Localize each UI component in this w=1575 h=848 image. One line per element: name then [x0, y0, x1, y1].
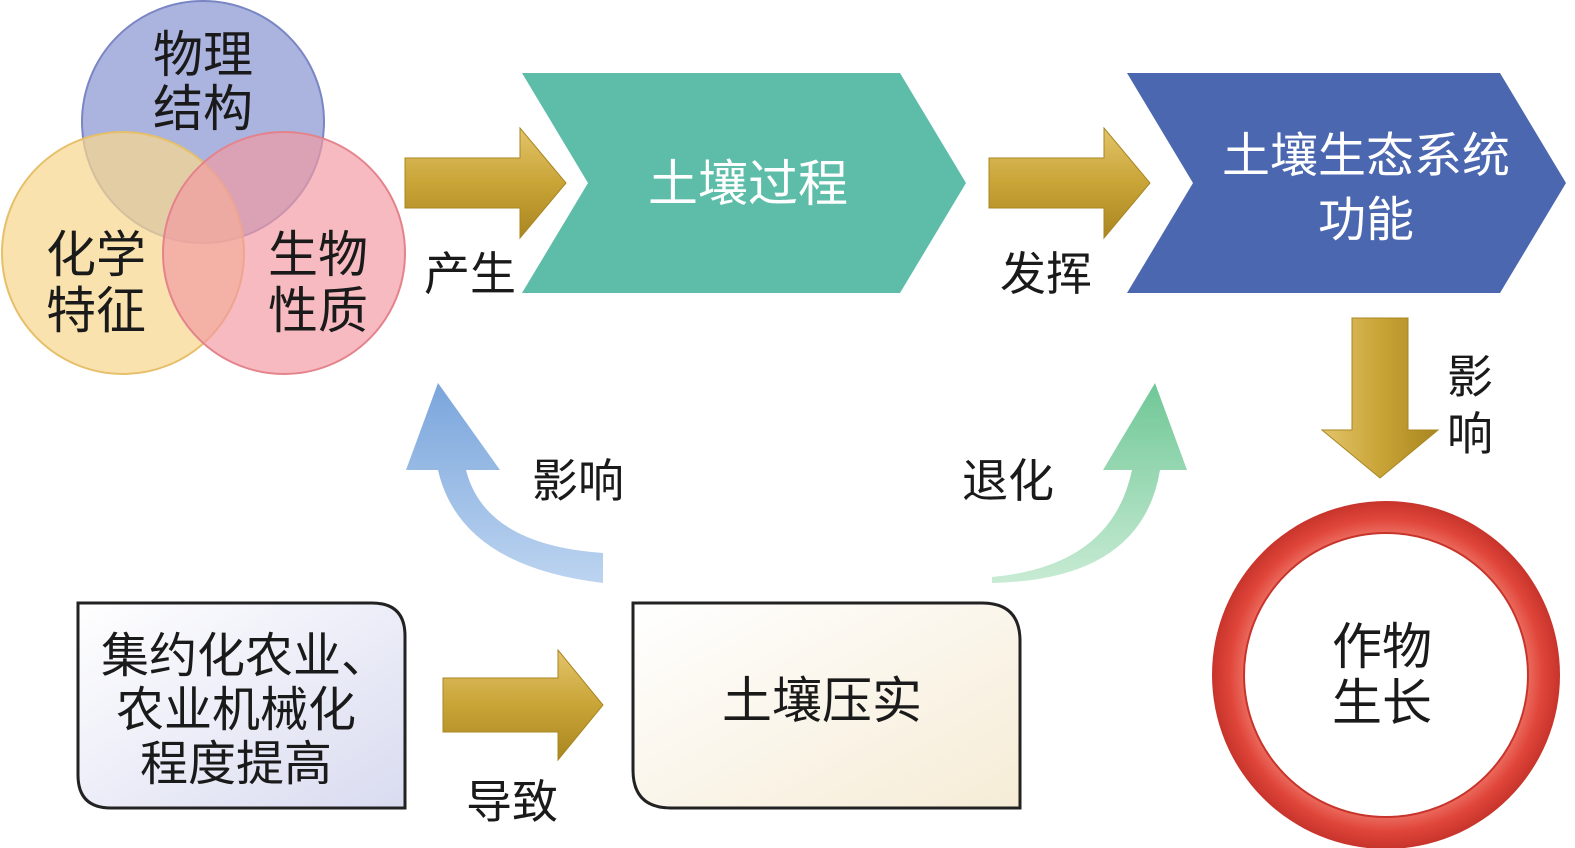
soil-process-label: 土壤过程: [648, 155, 848, 213]
crop-growth-label-2: 生长: [1332, 674, 1432, 732]
arrow-affect-down: [1320, 317, 1440, 479]
arrow-degrade-curved: [992, 383, 1187, 583]
node-agriculture: 集约化农业、 农业机械化 程度提高: [76, 601, 407, 810]
agriculture-label-2: 农业机械化: [116, 682, 356, 738]
venn-biological-label-2: 性质: [268, 282, 368, 340]
label-degrade: 退化: [962, 454, 1054, 508]
arrow-exert: [988, 126, 1151, 240]
label-affect-left: 影响: [532, 454, 624, 508]
crop-growth-label-1: 作物: [1332, 618, 1432, 676]
label-produce: 产生: [424, 247, 516, 301]
ecosystem-function-label-2: 功能: [1318, 192, 1414, 248]
venn-chemical-label-2: 特征: [46, 282, 146, 340]
node-ecosystem-function: 土壤生态系统 功能: [1127, 73, 1566, 293]
venn-chemical-label-1: 化学: [46, 226, 146, 284]
arrow-cause: [442, 648, 604, 762]
node-compaction: 土壤压实: [631, 601, 1022, 810]
label-cause: 导致: [466, 775, 558, 829]
label-affect-right-1: 影: [1447, 350, 1493, 404]
venn-biological-label-1: 生物: [268, 226, 368, 284]
arrow-affect-curved: [406, 383, 603, 583]
venn-physical-label-2: 结构: [153, 80, 253, 138]
arrow-produce: [404, 126, 567, 240]
compaction-label: 土壤压实: [722, 672, 922, 730]
ecosystem-function-label-1: 土壤生态系统: [1222, 128, 1510, 184]
venn-physical-label-1: 物理: [153, 26, 253, 84]
agriculture-label-1: 集约化农业、: [101, 628, 389, 684]
venn-biological-circle: [162, 131, 406, 375]
label-affect-right-2: 响: [1447, 407, 1493, 461]
label-exert: 发挥: [1000, 247, 1092, 301]
node-crop-growth: 作物 生长: [1212, 501, 1560, 848]
node-soil-process: 土壤过程: [522, 73, 966, 293]
agriculture-label-3: 程度提高: [140, 736, 332, 792]
venn-diagram: 物理 结构 化学 特征 生物 性质: [1, 0, 406, 375]
